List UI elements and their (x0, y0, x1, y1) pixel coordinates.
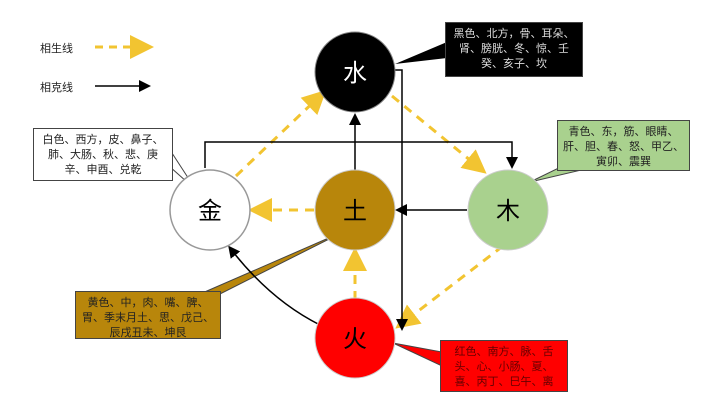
earth-circle (314, 169, 396, 251)
water-callout: 黑色、北方，骨、耳朵、肾、膀胱、冬、惊、壬癸、亥子、坎 (445, 22, 583, 77)
fire-circle (314, 297, 396, 379)
water-to-fire-arrow (394, 69, 408, 331)
water-circle (314, 31, 396, 113)
wood-label: 木 (496, 197, 520, 225)
water-to-wood-arrow (391, 94, 487, 174)
earth-label: 土 (343, 197, 367, 225)
water-label: 水 (343, 59, 367, 87)
earth-callout: 黄色、中，肉、嘴、脾、胃、季末月土、思、戊己、辰戌丑未、坤艮 (75, 291, 221, 339)
fire-to-metal-arrow (228, 245, 321, 326)
legend-generating-label: 相生线 (40, 42, 73, 55)
fire-label: 火 (343, 325, 367, 353)
metal-callout: 白色、西方，皮、鼻子、肺、大肠、秋、悲、庚辛、申酉、兑乾 (33, 128, 173, 181)
wood-circle (467, 169, 549, 251)
fire-callout-pointer (392, 342, 443, 367)
metal-label: 金 (198, 197, 222, 225)
fire-callout: 红色、南方、脉、舌头、心、小肠、夏、喜、丙丁、巳午、离 (440, 340, 568, 392)
metal-circle (169, 169, 251, 251)
wood-callout: 青色、东，筋、眼睛、肝、胆、春、怒、甲乙、寅卯、震巽 (557, 120, 690, 171)
legend-controlling-label: 相克线 (40, 81, 73, 94)
metal-to-water-arrow (234, 89, 327, 178)
wood-to-fire-arrow (395, 244, 504, 329)
metal-to-wood-arrow (204, 141, 518, 169)
water-callout-pointer (395, 42, 447, 64)
